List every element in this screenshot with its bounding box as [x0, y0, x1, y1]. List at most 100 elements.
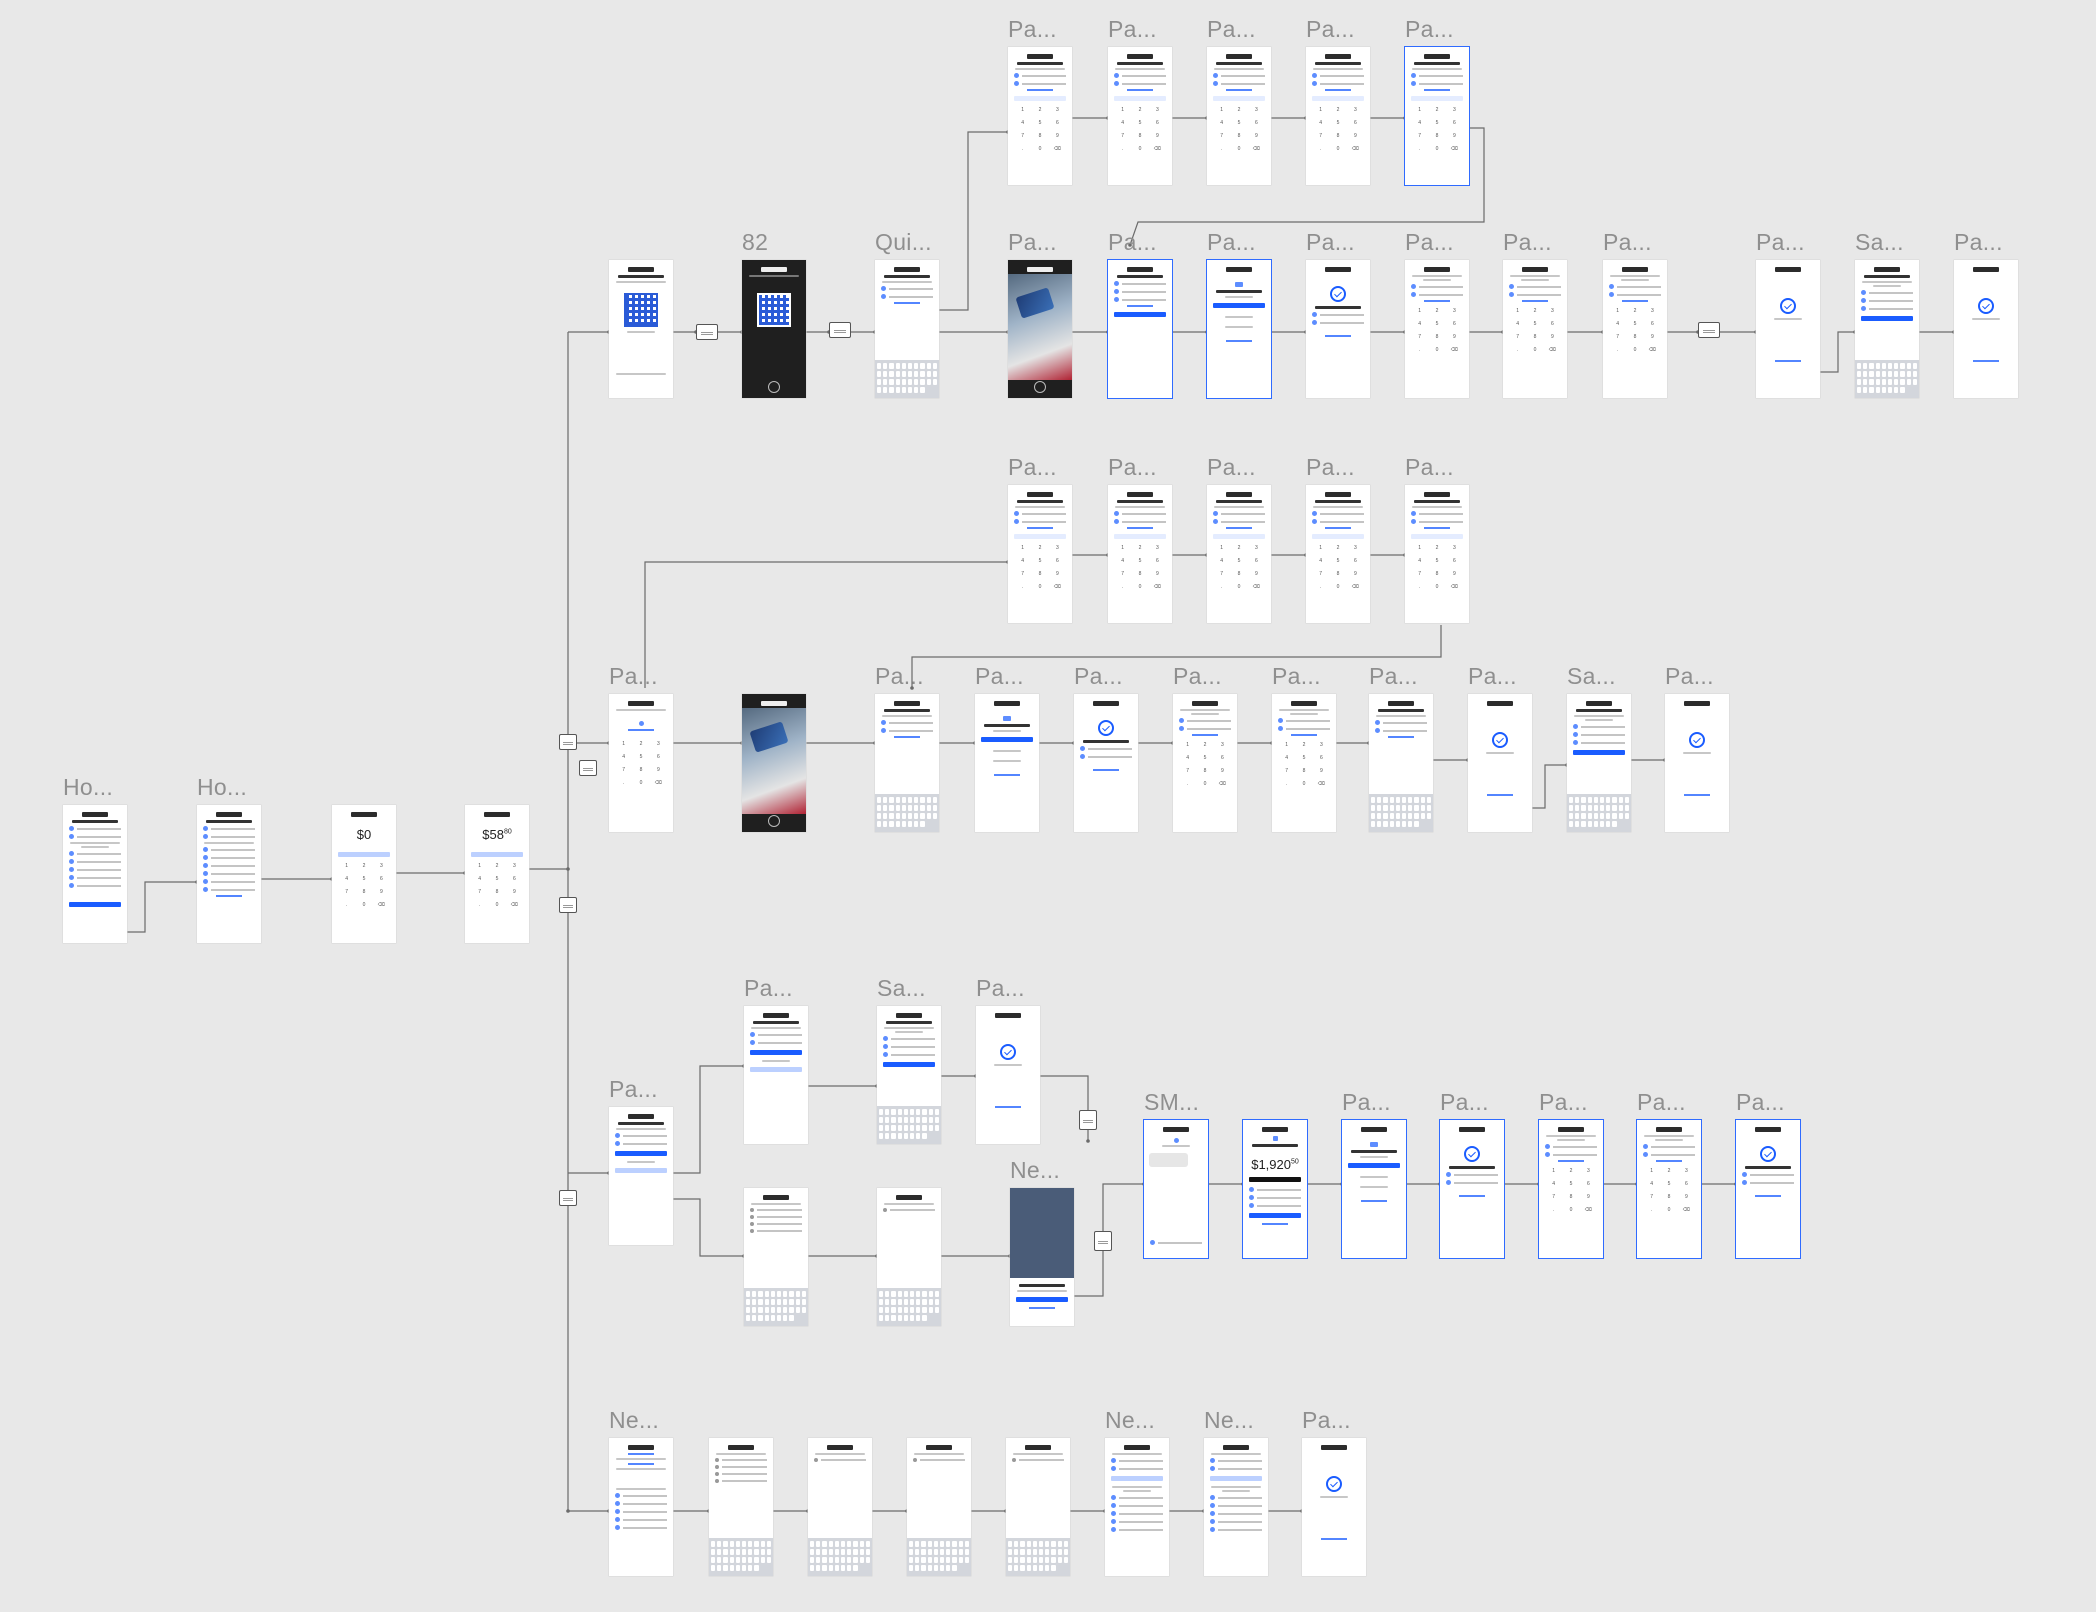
list-item[interactable] — [750, 1032, 802, 1037]
keypad-key[interactable]: 7 — [1509, 334, 1526, 340]
phone-screen[interactable] — [609, 260, 673, 398]
keypad-key[interactable]: ⌫ — [1149, 584, 1166, 590]
list-item[interactable] — [1861, 298, 1913, 303]
list-item[interactable] — [1312, 81, 1364, 86]
keypad-key[interactable]: 0 — [1230, 584, 1247, 590]
keypad-key[interactable]: . — [1411, 584, 1428, 590]
keypad-key[interactable]: 4 — [1411, 321, 1428, 327]
keypad-key[interactable]: 8 — [355, 889, 372, 895]
keypad-key[interactable]: 2 — [1660, 1168, 1677, 1174]
keypad-key[interactable]: 2 — [1428, 308, 1445, 314]
keypad-key[interactable]: 0 — [1526, 347, 1543, 353]
keypad-key[interactable]: 3 — [1248, 545, 1265, 551]
screen-frame[interactable]: Pa... — [1440, 1120, 1504, 1258]
keypad-key[interactable]: 2 — [1626, 308, 1643, 314]
keypad-key[interactable]: 9 — [650, 767, 667, 773]
screen-frame[interactable]: Pa... — [1008, 260, 1072, 398]
keypad-key[interactable]: . — [1312, 146, 1329, 152]
list-item[interactable] — [883, 1044, 935, 1049]
keypad-key[interactable]: . — [615, 780, 632, 786]
phone-screen[interactable] — [1207, 260, 1271, 398]
keypad-key[interactable]: 3 — [1580, 1168, 1597, 1174]
list-item[interactable] — [69, 826, 121, 831]
keypad-key[interactable]: 5 — [488, 876, 505, 882]
save-button[interactable] — [1861, 316, 1913, 321]
keypad-key[interactable]: 0 — [1428, 347, 1445, 353]
phone-screen[interactable] — [875, 694, 939, 832]
keypad-key[interactable]: 7 — [1114, 133, 1131, 139]
keypad-key[interactable]: 3 — [1313, 742, 1330, 748]
keyboard[interactable] — [1567, 794, 1631, 832]
list-item[interactable] — [1111, 1527, 1163, 1532]
keypad-key[interactable]: . — [338, 902, 355, 908]
keyboard[interactable] — [877, 1288, 941, 1326]
list-item[interactable] — [615, 1525, 667, 1530]
screen-frame[interactable]: Ho... — [197, 805, 261, 943]
keypad-key[interactable]: . — [1411, 146, 1428, 152]
keypad-key[interactable]: 7 — [1114, 571, 1131, 577]
phone-screen[interactable] — [1010, 1188, 1074, 1326]
list-item[interactable] — [615, 1141, 667, 1146]
screen-frame[interactable]: Ne... — [1010, 1188, 1074, 1326]
phone-screen[interactable] — [609, 1438, 673, 1576]
screen-frame[interactable]: Ho... — [63, 805, 127, 943]
keypad-key[interactable]: 6 — [1644, 321, 1661, 327]
keypad-key[interactable]: 8 — [488, 889, 505, 895]
list-item[interactable] — [1111, 1466, 1163, 1471]
flow-node[interactable] — [696, 324, 718, 340]
list-item[interactable] — [1609, 292, 1661, 297]
keypad-key[interactable]: . — [1213, 146, 1230, 152]
keypad-key[interactable]: 9 — [1644, 334, 1661, 340]
keypad-key[interactable]: 4 — [1114, 558, 1131, 564]
keypad-key[interactable]: 3 — [1544, 308, 1561, 314]
keypad-key[interactable]: 8 — [1031, 571, 1048, 577]
screen-frame[interactable]: Pa... — [1108, 260, 1172, 398]
keypad-key[interactable]: 5 — [1031, 120, 1048, 126]
keypad-key[interactable]: 3 — [1049, 545, 1066, 551]
keypad-key[interactable]: 1 — [1312, 545, 1329, 551]
screen-frame[interactable]: Ne... — [1204, 1438, 1268, 1576]
screen-frame[interactable] — [609, 260, 673, 398]
list-item[interactable] — [1213, 73, 1265, 78]
keypad-key[interactable]: 8 — [1131, 571, 1148, 577]
keypad-key[interactable]: 6 — [1049, 558, 1066, 564]
list-item[interactable] — [881, 728, 933, 733]
send-button[interactable] — [615, 1151, 667, 1156]
contact-row[interactable] — [715, 1479, 767, 1483]
continue-button[interactable] — [1114, 312, 1166, 317]
list-item[interactable] — [1411, 292, 1463, 297]
keypad-key[interactable]: 5 — [1329, 120, 1346, 126]
keypad-key[interactable]: 0 — [632, 780, 649, 786]
keypad-key[interactable]: 3 — [1149, 545, 1166, 551]
screen-frame[interactable]: Pa... — [744, 1006, 808, 1144]
phone-screen[interactable] — [1736, 1120, 1800, 1258]
keypad-key[interactable]: 0 — [488, 902, 505, 908]
contact-row[interactable] — [750, 1229, 802, 1233]
keypad-key[interactable]: 1 — [1114, 545, 1131, 551]
list-item[interactable] — [69, 883, 121, 888]
keypad-key[interactable]: 1 — [1278, 742, 1295, 748]
list-item[interactable] — [1375, 728, 1427, 733]
list-item[interactable] — [750, 1040, 802, 1045]
keypad-key[interactable]: 1 — [1014, 545, 1031, 551]
list-item[interactable] — [1210, 1511, 1262, 1516]
list-item[interactable] — [1213, 511, 1265, 516]
phone-screen[interactable] — [1756, 260, 1820, 398]
screen-frame[interactable]: Pa... — [1302, 1438, 1366, 1576]
keypad-key[interactable]: 2 — [632, 741, 649, 747]
keypad-key[interactable]: 8 — [1230, 133, 1247, 139]
keyboard[interactable] — [877, 1106, 941, 1144]
keypad-key[interactable]: . — [1014, 146, 1031, 152]
screen-frame[interactable]: $1,92050 — [1243, 1120, 1307, 1258]
